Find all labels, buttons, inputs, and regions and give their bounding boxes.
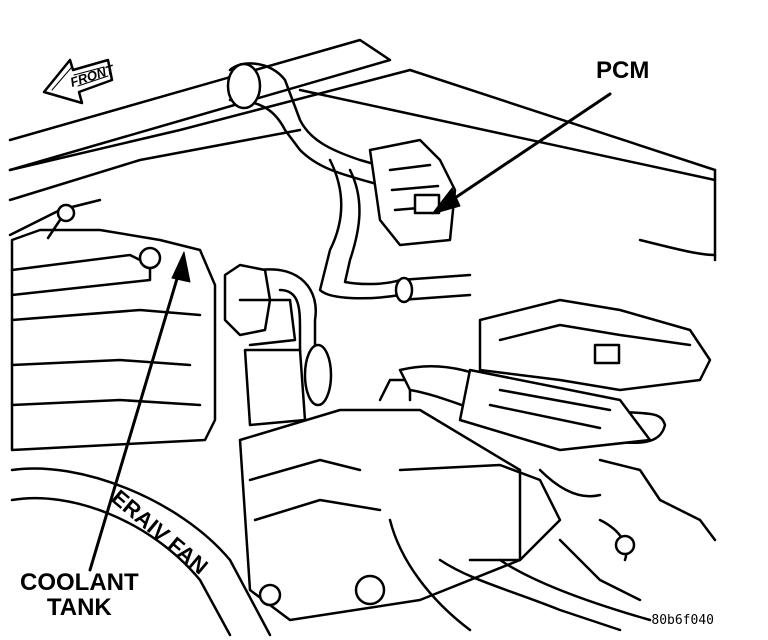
coolant-label-line2: TANK [46, 594, 112, 622]
fender-outline [8, 38, 717, 262]
air-box [458, 298, 712, 452]
wiring-harness [388, 458, 717, 632]
fan-label: ERAIV FAN [107, 485, 213, 580]
coolant-tank-label: COOLANT TANK [20, 569, 139, 622]
pcm-pointer [431, 92, 612, 215]
figure-id: 80b6f040 [651, 613, 714, 628]
coolant-tank-body [10, 203, 217, 452]
pcm-label: PCM [596, 57, 650, 84]
intake-tube [226, 62, 432, 187]
coolant-label-line1: COOLANT [20, 569, 139, 596]
coolant-tank-pointer [88, 251, 191, 572]
pcm-module [368, 138, 457, 247]
coolant-hoses [258, 158, 472, 407]
alternator [223, 263, 307, 427]
front-arrow-icon: FRONT [42, 58, 117, 105]
